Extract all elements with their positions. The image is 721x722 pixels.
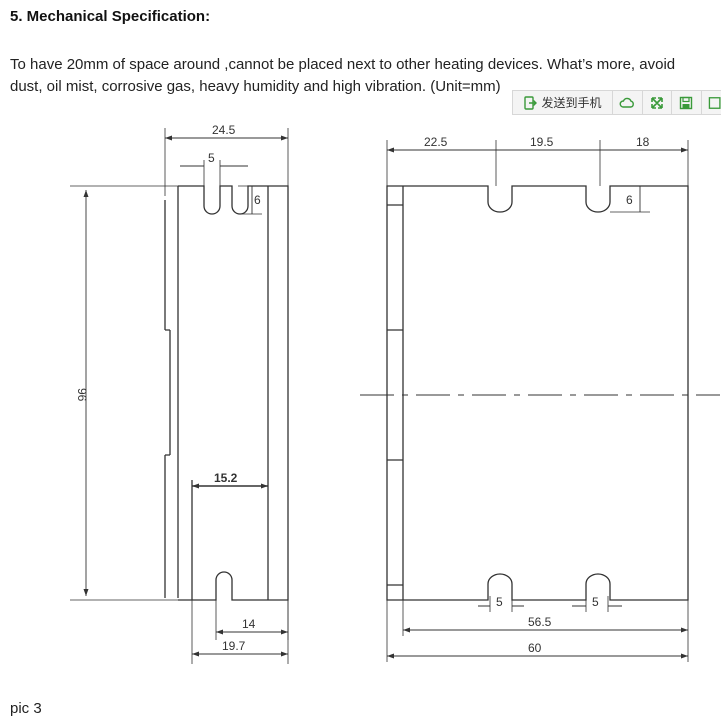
expand-icon	[651, 96, 663, 109]
more-button[interactable]	[702, 91, 721, 114]
front-hole-pitch-label: 56.5	[528, 615, 552, 629]
front-bottom-slot-left-label: 5	[496, 595, 503, 609]
front-right-segment-label: 18	[636, 135, 650, 149]
share-toolbar: 发送到手机	[512, 90, 721, 115]
side-base-width-label: 19.7	[222, 639, 246, 653]
cloud-button[interactable]	[613, 91, 643, 114]
side-flange-offset-label: 14	[242, 617, 256, 631]
side-slot-depth-label: 6	[254, 193, 261, 207]
section-description: To have 20mm of space around ,cannot be …	[10, 56, 676, 95]
save-icon	[680, 96, 693, 109]
cloud-icon	[619, 97, 635, 108]
side-height-label: 96	[75, 388, 89, 402]
phone-send-icon	[524, 95, 538, 110]
front-middle-segment-label: 19.5	[530, 135, 554, 149]
figure-caption: pic 3	[10, 700, 42, 717]
save-button[interactable]	[672, 91, 702, 114]
expand-button[interactable]	[643, 91, 673, 114]
front-left-segment-label: 22.5	[424, 135, 448, 149]
section-title: 5. Mechanical Specification:	[10, 8, 211, 25]
front-total-width-label: 60	[528, 641, 542, 655]
more-icon	[708, 96, 721, 109]
front-bottom-slot-right-label: 5	[592, 595, 599, 609]
send-to-phone-button[interactable]: 发送到手机	[513, 91, 613, 114]
side-width-label: 24.5	[212, 123, 236, 137]
side-inner-width-label: 15.2	[214, 471, 238, 485]
side-slot-width-label: 5	[208, 151, 215, 165]
front-slot-depth-label: 6	[626, 193, 633, 207]
send-to-phone-label: 发送到手机	[541, 96, 602, 110]
